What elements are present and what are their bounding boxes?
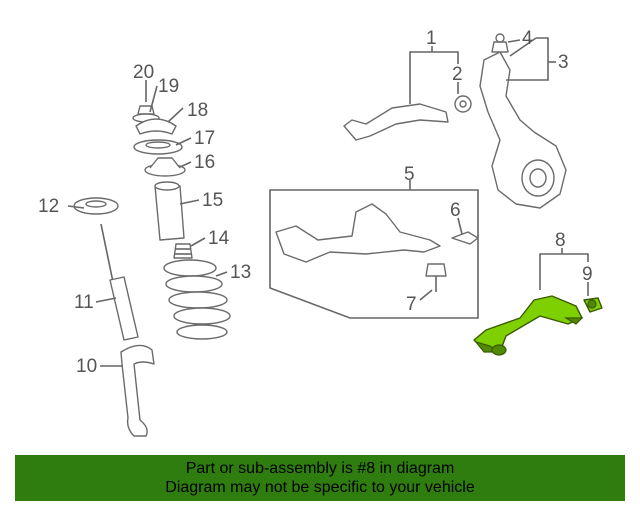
callout-17: 17 <box>194 128 215 149</box>
callout-19: 19 <box>158 76 179 97</box>
callout-4: 4 <box>522 28 533 49</box>
part-bushing-9[interactable] <box>583 297 603 313</box>
inset-box-lower-arm <box>269 189 479 319</box>
callout-2: 2 <box>452 64 463 85</box>
part-ball-joint-4[interactable] <box>491 33 509 53</box>
callout-9: 9 <box>582 264 593 285</box>
callout-20: 20 <box>133 62 154 83</box>
part-upper-control-arm-1[interactable] <box>343 103 449 141</box>
part-spring-seat-16[interactable] <box>144 157 186 177</box>
part-bolt-6[interactable] <box>451 231 479 245</box>
callout-11: 11 <box>74 292 94 313</box>
part-info-banner: Part or sub-assembly is #8 in diagram Di… <box>15 455 625 501</box>
callout-7: 7 <box>406 294 417 315</box>
callout-1: 1 <box>426 28 437 49</box>
callout-5: 5 <box>404 164 415 185</box>
part-coil-spring-13[interactable] <box>163 259 231 340</box>
callout-8: 8 <box>555 230 566 251</box>
part-shock-absorber-11[interactable] <box>100 223 139 341</box>
callout-14: 14 <box>208 228 230 249</box>
part-mount-12[interactable] <box>73 197 119 215</box>
callout-15: 15 <box>202 190 223 211</box>
part-lower-control-arm-5[interactable] <box>275 203 441 263</box>
part-steering-knuckle-3[interactable] <box>479 51 567 209</box>
part-crossmember-8[interactable] <box>473 295 584 356</box>
part-bushing-2[interactable] <box>454 95 472 113</box>
part-upper-mount-18[interactable] <box>135 118 177 135</box>
callout-18: 18 <box>187 100 208 121</box>
callout-3: 3 <box>558 52 569 73</box>
part-ball-joint-7[interactable] <box>425 263 447 292</box>
banner-line-disclaimer: Diagram may not be specific to your vehi… <box>165 479 475 496</box>
part-bearing-17[interactable] <box>133 139 183 155</box>
part-bumper-14[interactable] <box>173 243 193 259</box>
leader-lines <box>67 37 589 367</box>
callout-labels: 20 19 18 17 16 15 14 13 12 11 10 1 2 3 4… <box>38 28 593 377</box>
callout-6: 6 <box>450 200 461 221</box>
suspension-diagram: 20 19 18 17 16 15 14 13 12 11 10 1 2 3 4… <box>38 28 603 437</box>
callout-10: 10 <box>76 356 97 377</box>
part-boot-15[interactable] <box>154 181 185 241</box>
part-link-10[interactable] <box>120 344 155 437</box>
callout-12: 12 <box>38 196 59 217</box>
callout-16: 16 <box>194 152 215 173</box>
banner-line-part-number: Part or sub-assembly is #8 in diagram <box>185 460 455 477</box>
callout-13: 13 <box>230 262 251 283</box>
